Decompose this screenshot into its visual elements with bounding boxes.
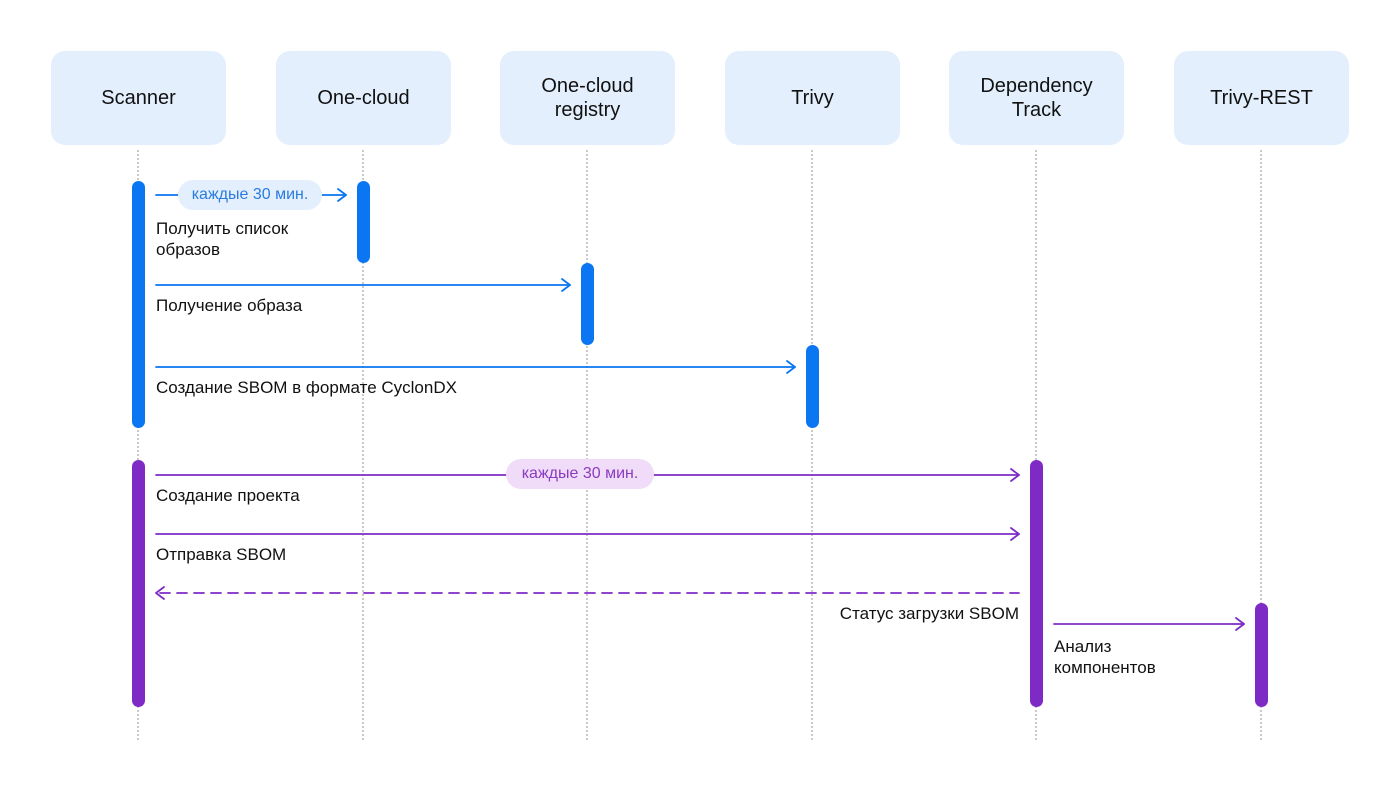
actor-label: One-cloud	[317, 87, 410, 109]
actor-trivy-rest: Trivy-REST	[1174, 51, 1349, 145]
activation-one-cloud-registry	[581, 263, 594, 345]
actor-trivy: Trivy	[725, 51, 900, 145]
message-upload-status: Статус загрузки SBOM	[839, 604, 1019, 623]
message-create-sbom: Создание SBOM в формате CyclonDX	[156, 378, 457, 397]
actor-label: Scanner	[101, 87, 176, 109]
actor-one-cloud: One-cloud	[276, 51, 451, 145]
lifeline-one-cloud-registry	[586, 150, 588, 740]
activation-trivy-rest	[1255, 603, 1268, 707]
activation-one-cloud	[357, 181, 370, 263]
message-get-image: Получение образа	[156, 296, 303, 315]
actor-label: Trivy	[791, 87, 834, 109]
actor-scanner: Scanner	[51, 51, 226, 145]
message-get-image-list: Получить список образов	[156, 219, 289, 259]
schedule-label: каждые 30 мин.	[521, 465, 639, 482]
schedule-badge-purple: каждые 30 мин.	[506, 459, 654, 489]
activation-trivy	[806, 345, 819, 428]
message-analyze-components: Анализ компонентов	[1054, 637, 1156, 677]
actor-label: One-cloud registry	[541, 75, 634, 121]
lifeline-trivy	[811, 150, 813, 740]
lifeline-trivy-rest	[1260, 150, 1262, 740]
activation-scanner-blue	[132, 181, 145, 428]
schedule-label: каждые 30 мин.	[191, 186, 309, 203]
actor-label: Trivy-REST	[1210, 87, 1313, 109]
message-send-sbom: Отправка SBOM	[156, 545, 287, 564]
actor-one-cloud-registry: One-cloud registry	[500, 51, 675, 145]
actor-label: Dependency Track	[980, 75, 1093, 121]
activation-dependency-track	[1030, 460, 1043, 707]
message-create-project: Создание проекта	[156, 486, 300, 505]
activation-scanner-purple	[132, 460, 145, 707]
lifeline-scanner	[137, 150, 139, 740]
schedule-badge-blue: каждые 30 мин.	[178, 180, 322, 210]
lifeline-one-cloud	[362, 150, 364, 740]
lifeline-dependency-track	[1035, 150, 1037, 740]
actor-dependency-track: Dependency Track	[949, 51, 1124, 145]
